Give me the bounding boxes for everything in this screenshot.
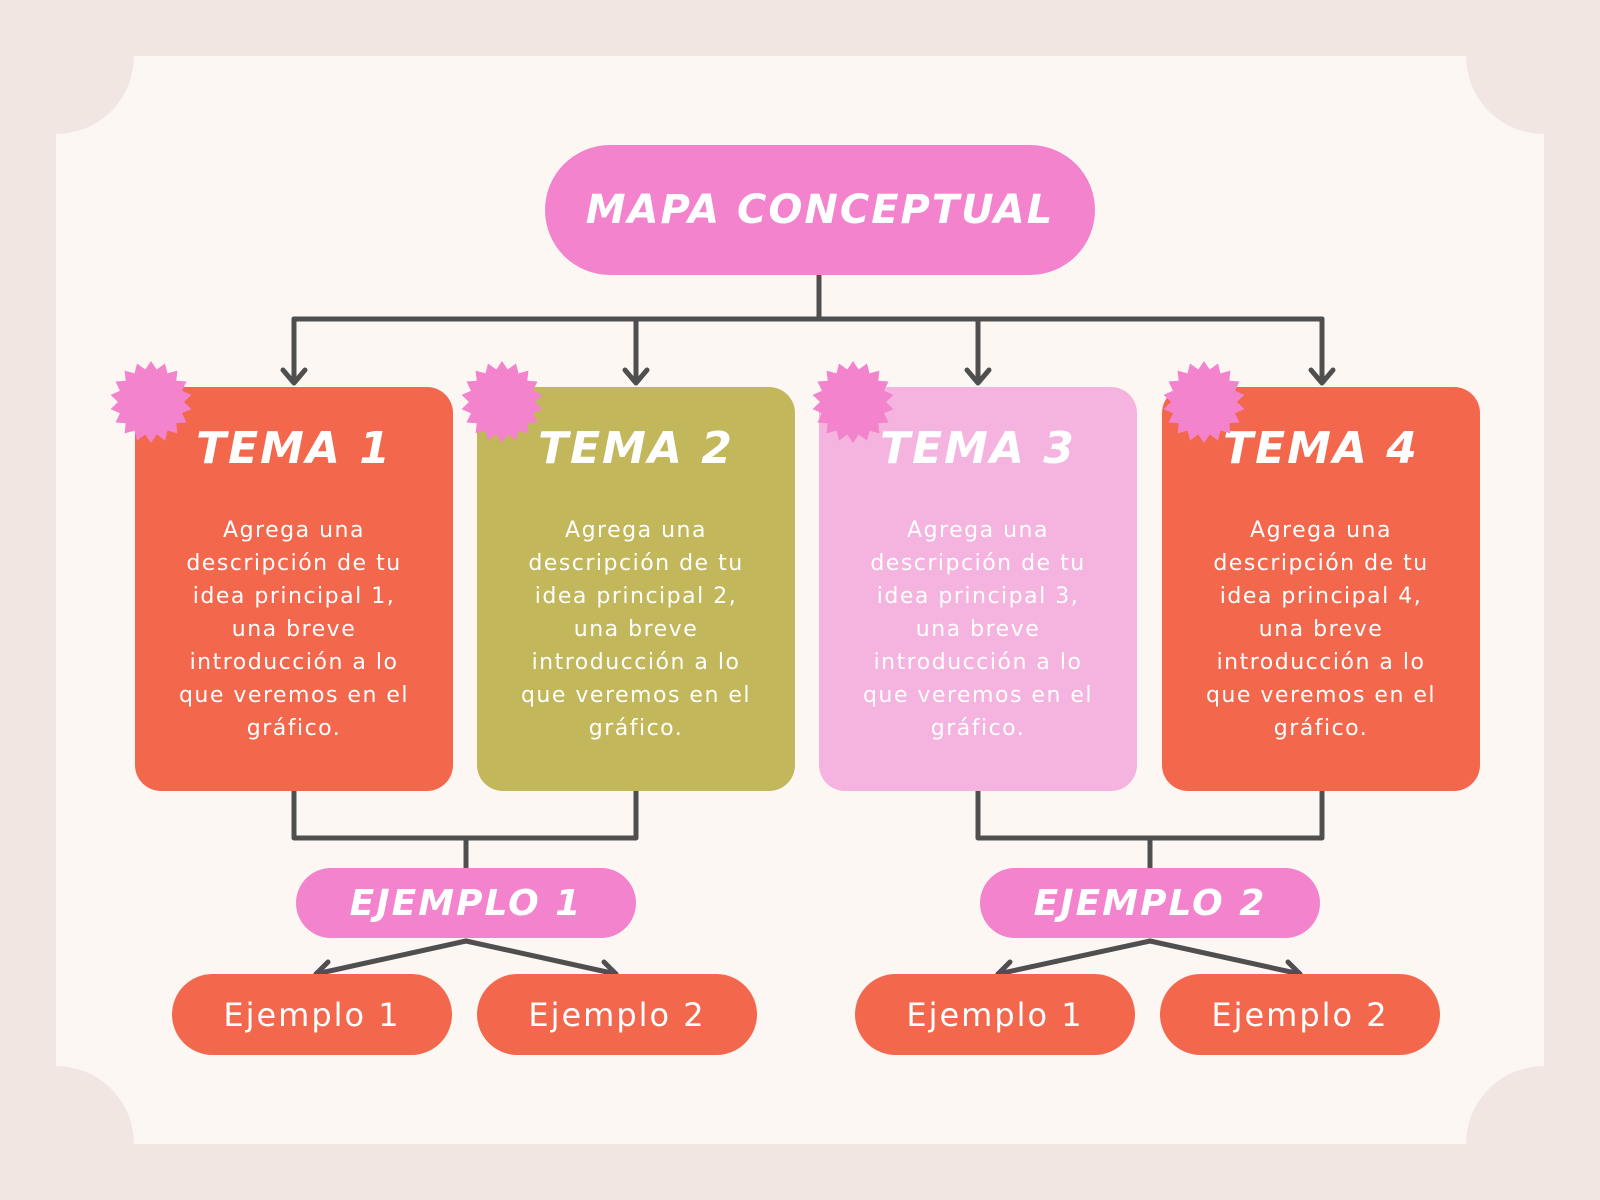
ejemplo-label: EJEMPLO 2: [1033, 882, 1267, 924]
leaf-label: Ejemplo 2: [528, 995, 706, 1034]
leaf-label: Ejemplo 1: [906, 995, 1084, 1034]
leaf-node-ejemplo-2-item-2: Ejemplo 2: [1160, 974, 1440, 1055]
title-text: MAPA CONCEPTUAL: [585, 187, 1055, 233]
arrowhead-tema-2: [622, 367, 650, 386]
arrowhead-tema-4: [1308, 367, 1336, 386]
connector-e1-leaf-2: [463, 938, 619, 977]
ejemplo-label: EJEMPLO 1: [349, 882, 583, 924]
connector-e2-leaf-2: [1147, 938, 1303, 977]
leaf-label: Ejemplo 1: [223, 995, 401, 1034]
tema-description: Agrega una descripción de tu idea princi…: [862, 518, 1094, 741]
connector-e1-leaf-1: [313, 938, 469, 977]
arrowhead-tema-3: [964, 367, 992, 386]
title-node: MAPA CONCEPTUAL: [545, 145, 1095, 275]
leaf-node-ejemplo-2-item-1: Ejemplo 1: [855, 974, 1135, 1055]
tema-title: TEMA 4: [1223, 423, 1419, 474]
tema-title: TEMA 2: [538, 423, 734, 474]
leaf-node-ejemplo-1-item-1: Ejemplo 1: [172, 974, 452, 1055]
tema-node-3: TEMA 3 Agrega una descripción de tu idea…: [819, 387, 1137, 791]
connector-e2-leaf-1: [995, 938, 1153, 977]
tema-description: Agrega una descripción de tu idea princi…: [1205, 518, 1437, 741]
leaf-node-ejemplo-1-item-2: Ejemplo 2: [477, 974, 757, 1055]
leaf-label: Ejemplo 2: [1211, 995, 1389, 1034]
ejemplo-node-1: EJEMPLO 1: [296, 868, 636, 938]
tema-description: Agrega una descripción de tu idea princi…: [178, 518, 410, 741]
tema-title: TEMA 3: [880, 423, 1076, 474]
ejemplo-node-2: EJEMPLO 2: [980, 868, 1320, 938]
arrowhead-tema-1: [280, 367, 308, 386]
tema-description: Agrega una descripción de tu idea princi…: [520, 518, 752, 741]
tema-node-1: TEMA 1 Agrega una descripción de tu idea…: [135, 387, 453, 791]
tema-title: TEMA 1: [196, 423, 392, 474]
tema-node-4: TEMA 4 Agrega una descripción de tu idea…: [1162, 387, 1480, 791]
tema-node-2: TEMA 2 Agrega una descripción de tu idea…: [477, 387, 795, 791]
